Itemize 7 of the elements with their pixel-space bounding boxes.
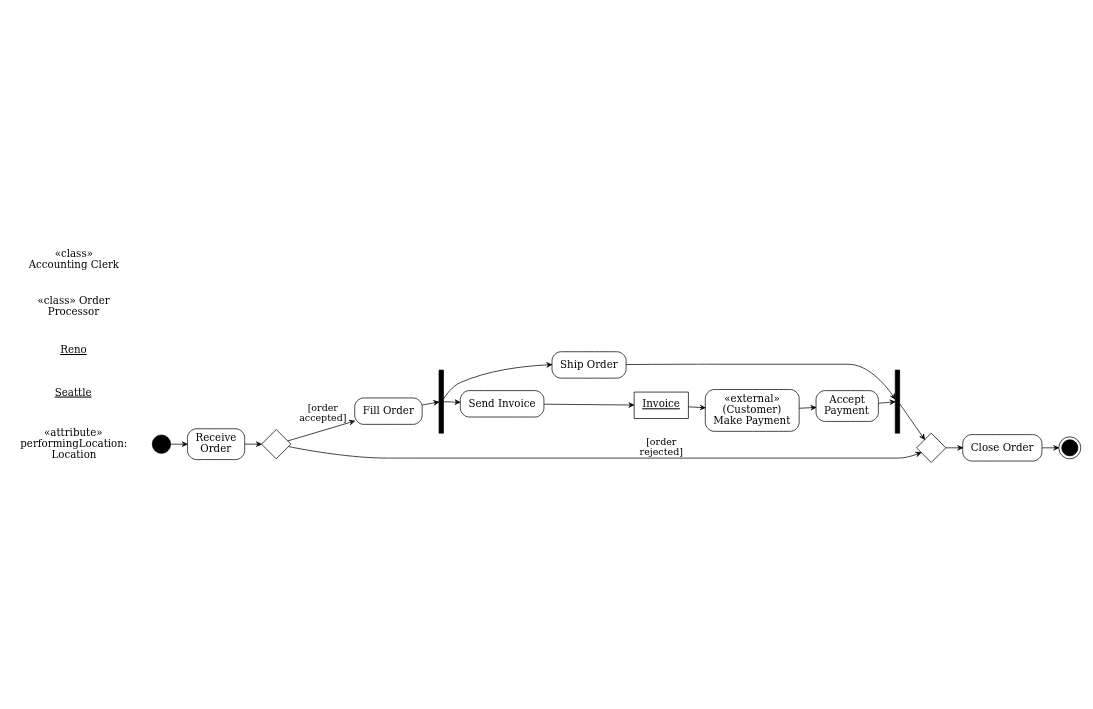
edge-label: [order rejected] (639, 436, 683, 458)
label: «attribute» performingLocation: Location (20, 425, 128, 460)
edge-label: [order accepted] (299, 401, 347, 423)
label: «class» Order Processor (37, 293, 110, 317)
label: Seattle (54, 385, 92, 398)
label: Reno (60, 343, 87, 355)
label: «class» Accounting Clerk (28, 246, 120, 270)
